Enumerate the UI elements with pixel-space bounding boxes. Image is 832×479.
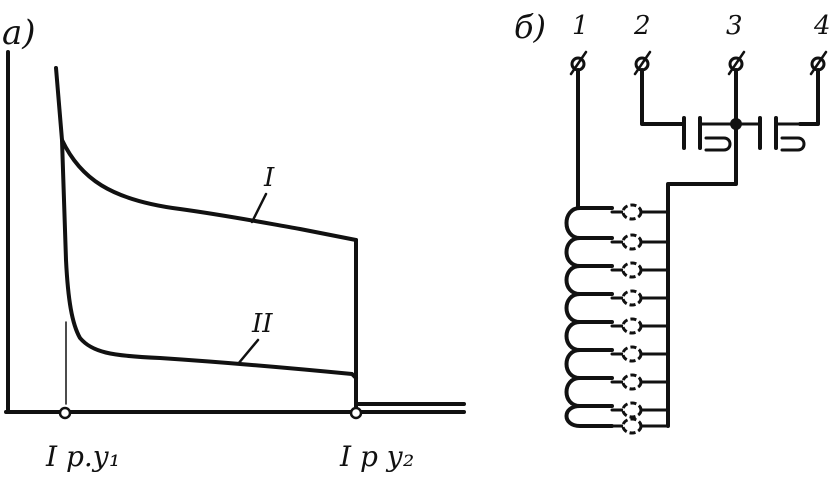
curve-2-leader <box>236 338 260 366</box>
curve-1 <box>54 66 358 374</box>
terminal-1-label: 1 <box>572 11 589 41</box>
switch-left <box>682 116 738 152</box>
terminal-2-label: 2 <box>633 11 651 41</box>
panel-b-label: б) <box>514 8 546 46</box>
coil-stack <box>564 203 670 435</box>
x-tick-1-label: I р.у₁ <box>45 440 120 473</box>
tick-marker-1 <box>58 406 72 420</box>
terminal-3-label: 3 <box>726 11 743 41</box>
switch-right <box>734 116 806 152</box>
terminal-4-label: 4 <box>813 11 831 41</box>
curve-1-leader <box>250 192 268 224</box>
curve-1-label: I <box>263 163 275 193</box>
tick-marker-2 <box>349 406 363 420</box>
panel-b: б) 1 2 3 4 <box>514 8 831 435</box>
wire-terminal-4 <box>798 68 820 126</box>
x-tick-2-label: I р у₂ <box>339 440 414 473</box>
curve-2 <box>60 138 358 380</box>
tap-contacts <box>621 203 643 435</box>
panel-a: а) I II I р.у₁ I р у₂ <box>2 13 466 473</box>
curve-2-label: II <box>251 309 273 339</box>
coil-loops <box>564 206 614 428</box>
panel-a-label: а) <box>2 13 36 53</box>
wire-terminal-2 <box>640 68 686 126</box>
terminal-3 <box>727 50 746 76</box>
